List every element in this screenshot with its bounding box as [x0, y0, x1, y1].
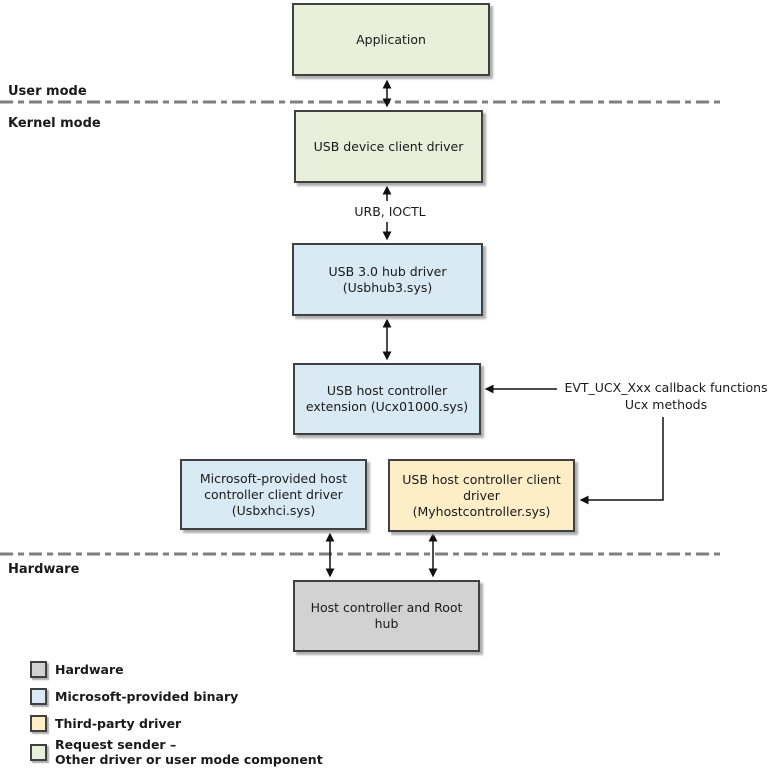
legend-label: Microsoft-provided binary: [55, 689, 239, 704]
legend-item-thirdparty-driver: Third-party driver: [30, 715, 181, 732]
host-controller-box: Host controller and Root hub: [293, 580, 480, 652]
legend-item-microsoft-binary: Microsoft-provided binary: [30, 688, 238, 705]
evt-ucx-callbacks-label: EVT_UCX_Xxx callback functions Ucx metho…: [564, 380, 768, 412]
hardware-swatch: [30, 661, 47, 678]
legend-label: Hardware: [55, 662, 124, 677]
urb-ioctl-label: URB, IOCTL: [330, 203, 450, 220]
thirdparty-client-driver-box: USB host controller client driver (Myhos…: [388, 459, 575, 532]
arrow-ucx-thirdparty: [579, 417, 664, 505]
kernel-mode-label: Kernel mode: [8, 116, 101, 131]
legend-item-hardware: Hardware: [30, 661, 124, 678]
usb-device-client-driver-box: USB device client driver: [294, 110, 483, 183]
hardware-zone-label: Hardware: [8, 562, 80, 577]
legend-label: Request sender – Other driver or user mo…: [55, 737, 323, 767]
thirdparty-driver-swatch: [30, 715, 47, 732]
ucx-extension-box: USB host controller extension (Ucx01000.…: [293, 363, 481, 435]
request-sender-swatch: [30, 743, 47, 761]
user-mode-label: User mode: [8, 84, 87, 99]
microsoft-binary-swatch: [30, 688, 47, 705]
usb3-hub-driver-box: USB 3.0 hub driver (Usbhub3.sys): [292, 243, 483, 316]
microsoft-client-driver-box: Microsoft-provided host controller clien…: [180, 459, 367, 530]
application-box: Application: [292, 3, 490, 76]
legend-item-request-sender: Request sender – Other driver or user mo…: [30, 737, 323, 767]
legend-label: Third-party driver: [55, 716, 182, 731]
